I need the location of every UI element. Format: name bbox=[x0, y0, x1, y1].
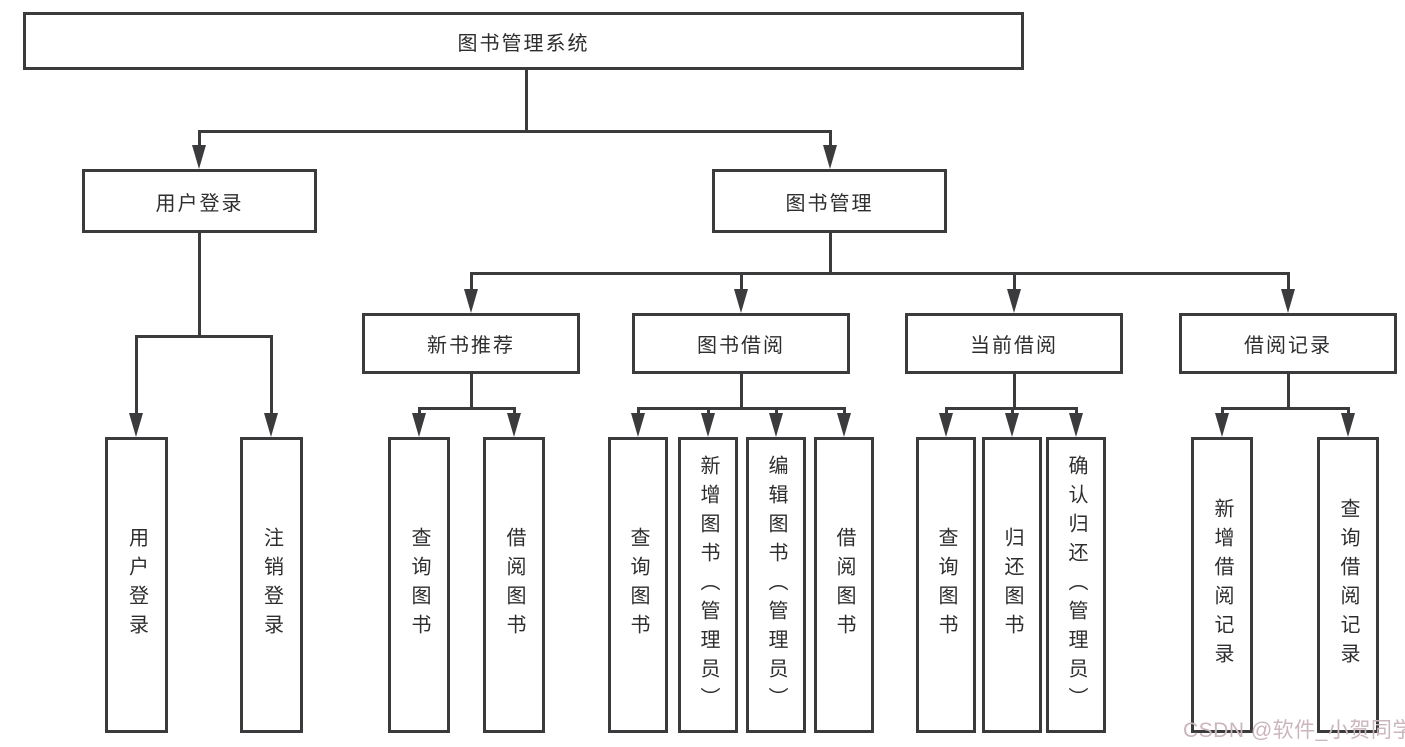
leaf-return-books: 归还图书 bbox=[982, 437, 1042, 733]
connector-line bbox=[1075, 407, 1078, 416]
arrowhead-down bbox=[464, 289, 478, 313]
connector-line bbox=[525, 70, 528, 131]
leaf-query-borrow-record: 查询借阅记录 bbox=[1317, 437, 1379, 733]
connector-line bbox=[707, 407, 710, 416]
connector-line bbox=[775, 407, 778, 416]
connector-line bbox=[829, 130, 832, 147]
connector-line bbox=[740, 373, 743, 409]
arrowhead-down bbox=[734, 289, 748, 313]
arrowhead-down bbox=[507, 413, 521, 437]
node-label: 新书推荐 bbox=[427, 335, 515, 357]
connector-line bbox=[418, 407, 421, 416]
connector-line bbox=[418, 407, 516, 410]
leaf-confirm-return-admin: 确认归还（管理员） bbox=[1046, 437, 1106, 733]
connector-line bbox=[470, 272, 1290, 275]
connector-line bbox=[637, 407, 846, 410]
arrowhead-down bbox=[837, 413, 851, 437]
arrowhead-down bbox=[264, 413, 278, 437]
connector-line bbox=[135, 335, 138, 415]
leaf-label: 用户登录 bbox=[125, 527, 148, 643]
connector-line bbox=[513, 407, 516, 416]
node-label: 图书管理 bbox=[785, 192, 874, 215]
leaf-logout: 注销登录 bbox=[240, 437, 303, 733]
connector-line bbox=[1287, 373, 1290, 409]
arrowhead-down bbox=[1069, 413, 1083, 437]
arrowhead-down bbox=[1341, 413, 1355, 437]
leaf-label: 编辑图书（管理员） bbox=[765, 454, 787, 716]
leaf-label: 归还图书 bbox=[1001, 527, 1023, 643]
connector-line bbox=[1013, 272, 1016, 291]
watermark: CSDN @软件_小贺同学 bbox=[1183, 719, 1405, 742]
node-borrowing-records: 借阅记录 bbox=[1179, 313, 1397, 374]
node-book-borrowing: 图书借阅 bbox=[632, 313, 850, 374]
connector-line bbox=[270, 335, 273, 415]
arrowhead-down bbox=[1215, 413, 1229, 437]
connector-line bbox=[470, 373, 473, 409]
connector-line bbox=[843, 407, 846, 416]
leaf-query-books-recommend: 查询图书 bbox=[388, 437, 450, 733]
leaf-label: 确认归还（管理员） bbox=[1065, 454, 1087, 716]
leaf-borrow-books-recommend: 借阅图书 bbox=[483, 437, 545, 733]
arrowhead-down bbox=[939, 413, 953, 437]
node-book-management: 图书管理 bbox=[712, 169, 947, 233]
arrowhead-down bbox=[1281, 289, 1295, 313]
leaf-edit-book-admin: 编辑图书（管理员） bbox=[746, 437, 806, 733]
leaf-label: 查询图书 bbox=[627, 527, 649, 643]
leaf-label: 注销登录 bbox=[260, 527, 283, 643]
node-label: 用户登录 bbox=[155, 192, 244, 215]
node-label: 当前借阅 bbox=[970, 335, 1058, 357]
leaf-add-borrow-record: 新增借阅记录 bbox=[1191, 437, 1253, 733]
connector-line bbox=[1013, 373, 1016, 409]
arrowhead-down bbox=[192, 145, 206, 169]
node-label: 借阅记录 bbox=[1244, 335, 1332, 357]
leaf-borrow-books-borrowing: 借阅图书 bbox=[814, 437, 874, 733]
leaf-label: 新增图书（管理员） bbox=[697, 454, 719, 716]
node-label: 图书借阅 bbox=[697, 335, 785, 357]
arrowhead-down bbox=[129, 413, 143, 437]
connector-line bbox=[135, 335, 273, 338]
connector-line bbox=[740, 272, 743, 291]
arrowhead-down bbox=[823, 145, 837, 169]
connector-line bbox=[198, 130, 831, 133]
leaf-query-books-borrowing: 查询图书 bbox=[608, 437, 668, 733]
connector-line bbox=[945, 407, 948, 416]
connector-line bbox=[198, 233, 201, 337]
arrowhead-down bbox=[1005, 413, 1019, 437]
connector-line bbox=[829, 233, 832, 274]
arrowhead-down bbox=[631, 413, 645, 437]
connector-line bbox=[198, 130, 201, 147]
connector-line bbox=[1221, 407, 1224, 416]
node-new-book-recommend: 新书推荐 bbox=[362, 313, 580, 374]
connector-line bbox=[1011, 407, 1014, 416]
connector-line bbox=[470, 272, 473, 291]
leaf-label: 新增借阅记录 bbox=[1211, 498, 1233, 672]
arrowhead-down bbox=[1007, 289, 1021, 313]
leaf-label: 查询图书 bbox=[408, 527, 430, 643]
connector-line bbox=[637, 407, 640, 416]
connector-line bbox=[1287, 272, 1290, 291]
node-current-borrowing: 当前借阅 bbox=[905, 313, 1123, 374]
connector-line bbox=[1347, 407, 1350, 416]
leaf-add-book-admin: 新增图书（管理员） bbox=[678, 437, 738, 733]
leaf-label: 查询借阅记录 bbox=[1337, 498, 1359, 672]
arrowhead-down bbox=[769, 413, 783, 437]
leaf-label: 借阅图书 bbox=[503, 527, 525, 643]
node-library-system: 图书管理系统 bbox=[23, 12, 1024, 70]
leaf-label: 借阅图书 bbox=[833, 527, 855, 643]
leaf-query-books-current: 查询图书 bbox=[916, 437, 976, 733]
node-user-login: 用户登录 bbox=[82, 169, 317, 233]
connector-line bbox=[1221, 407, 1350, 410]
arrowhead-down bbox=[701, 413, 715, 437]
arrowhead-down bbox=[412, 413, 426, 437]
node-label: 图书管理系统 bbox=[457, 32, 590, 55]
leaf-label: 查询图书 bbox=[935, 527, 957, 643]
leaf-user-login: 用户登录 bbox=[105, 437, 168, 733]
